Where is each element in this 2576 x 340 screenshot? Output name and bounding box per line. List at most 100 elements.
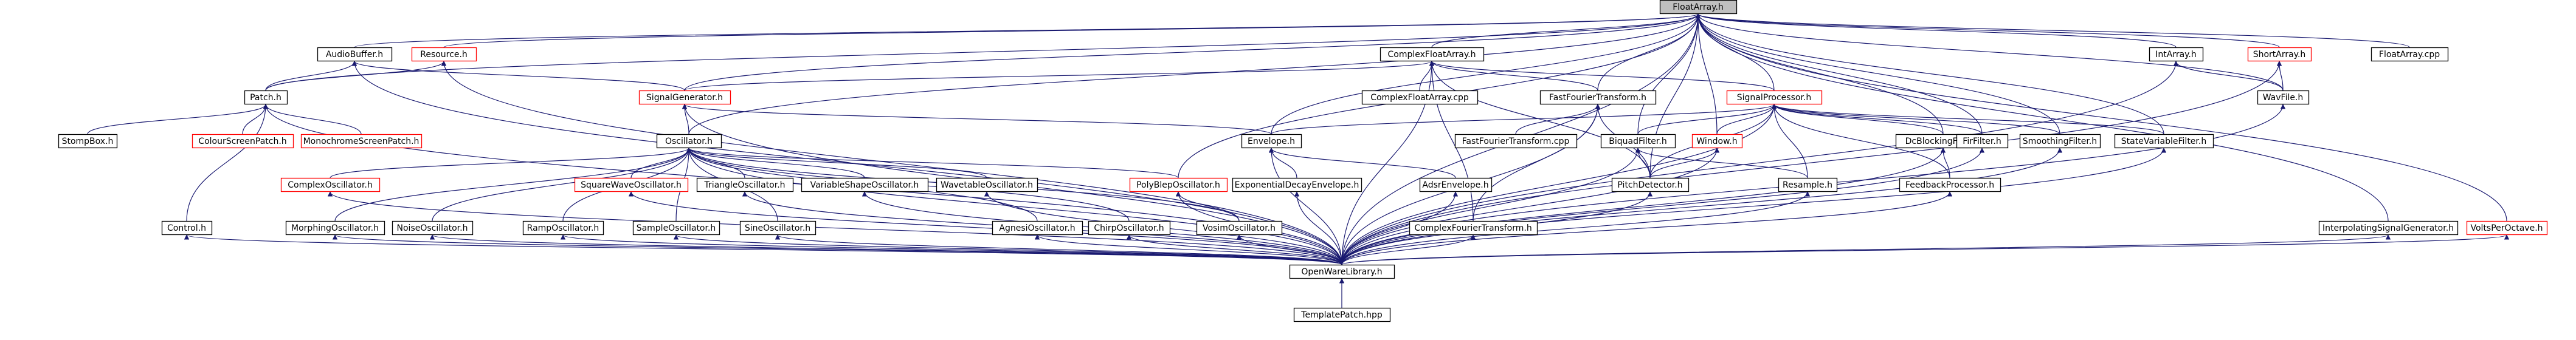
- node-fastfouriertransform-h[interactable]: FastFourierTransform.h: [1539, 90, 1657, 105]
- node-label: FloatArray.cpp: [2379, 50, 2440, 59]
- edge-variableshapeoscillator-h-to-oscillator-h: [686, 148, 865, 178]
- node-box: [1361, 90, 1479, 105]
- edge-openwarelibrary-h-to-window-h: [1341, 148, 1720, 265]
- node-box: [2257, 90, 2310, 105]
- node-label: FastFourierTransform.h: [1549, 93, 1646, 103]
- node-triangleoscillator-h[interactable]: TriangleOscillator.h: [696, 177, 794, 192]
- node-box: [244, 90, 288, 105]
- edge-exponentialdecayenvelope-h-to-envelope-h: [1268, 148, 1297, 178]
- node-box: [574, 177, 689, 192]
- node-window-h[interactable]: Window.h: [1691, 134, 1743, 149]
- node-box: [656, 134, 722, 149]
- edge-signalgenerator-h-to-floatarray-h: [684, 13, 1701, 91]
- edge-wavfile-h-to-floatarray-h: [1695, 13, 2284, 91]
- node-label: ComplexOscillator.h: [288, 180, 373, 190]
- edge-openwarelibrary-h-to-noiseoscillator-h: [430, 234, 1342, 265]
- node-templatepatch-hpp[interactable]: TemplatePatch.hpp: [1293, 307, 1391, 322]
- node-label: ComplexFourierTransform.h: [1414, 223, 1531, 233]
- node-pitchdetector-h[interactable]: PitchDetector.h: [1611, 177, 1690, 192]
- node-ramposcillator-h[interactable]: RampOscillator.h: [522, 220, 604, 236]
- node-vosimoscillator-h[interactable]: VosimOscillator.h: [1196, 220, 1283, 236]
- node-oscillator-h[interactable]: Oscillator.h: [656, 134, 722, 149]
- node-envelope-h[interactable]: Envelope.h: [1241, 134, 1302, 149]
- node-wavfile-h[interactable]: WavFile.h: [2257, 90, 2310, 105]
- node-label: NoiseOscillator.h: [397, 223, 468, 233]
- node-polybleposcillator-h[interactable]: PolyBlepOscillator.h: [1129, 177, 1228, 192]
- edge-resource-h-to-floatarray-h: [443, 13, 1701, 48]
- node-colourscreenpatch-h[interactable]: ColourScreenPatch.h: [192, 134, 294, 149]
- edge-monochromescreenpatch-h-to-patch-h: [263, 104, 362, 135]
- edge-dcblockingfilter-h-to-signalprocessor-h: [1771, 104, 1944, 135]
- node-floatarray-h[interactable]: FloatArray.h: [1659, 0, 1738, 15]
- node-box: [1129, 177, 1228, 192]
- node-box: [1956, 134, 2009, 149]
- node-label: MonochromeScreenPatch.h: [303, 137, 420, 146]
- edge-colourscreenpatch-h-to-patch-h: [242, 104, 269, 135]
- node-signalprocessor-h[interactable]: SignalProcessor.h: [1726, 90, 1823, 105]
- node-openwarelibrary-h[interactable]: OpenWareLibrary.h: [1289, 264, 1395, 279]
- node-complexfouriertransform-h[interactable]: ComplexFourierTransform.h: [1409, 220, 1538, 236]
- node-box: [2114, 134, 2214, 149]
- node-resample-h[interactable]: Resample.h: [1778, 177, 1838, 192]
- node-stompbox-h[interactable]: StompBox.h: [58, 134, 118, 149]
- node-box: [1232, 177, 1362, 192]
- node-firfilter-h[interactable]: FirFilter.h: [1956, 134, 2009, 149]
- edge-openwarelibrary-h-to-resource-h: [441, 61, 1342, 265]
- edge-firfilter-h-to-floatarray-h: [1695, 13, 1983, 135]
- node-fastfouriertransform-cpp[interactable]: FastFourierTransform.cpp: [1454, 134, 1578, 149]
- node-smoothingfilter-h[interactable]: SmoothingFilter.h: [2019, 134, 2101, 149]
- node-audiobuffer-h[interactable]: AudioBuffer.h: [317, 47, 393, 62]
- edge-firfilter-h-to-signalprocessor-h: [1771, 104, 1983, 135]
- node-complexfloatarray-h[interactable]: ComplexFloatArray.h: [1380, 47, 1485, 62]
- node-resource-h[interactable]: Resource.h: [411, 47, 477, 62]
- edge-statevariablefilter-h-to-signalprocessor-h: [1772, 104, 2164, 135]
- node-box: [1196, 220, 1283, 236]
- node-label: SignalProcessor.h: [1737, 93, 1811, 103]
- node-label: Resource.h: [420, 50, 468, 59]
- node-chirposcillator-h[interactable]: ChirpOscillator.h: [1088, 220, 1171, 236]
- node-complexfloatarray-cpp[interactable]: ComplexFloatArray.cpp: [1361, 90, 1479, 105]
- node-sampleoscillator-h[interactable]: SampleOscillator.h: [632, 220, 720, 236]
- node-complexoscillator-h[interactable]: ComplexOscillator.h: [280, 177, 381, 192]
- edge-wavetableoscillator-h-to-oscillator-h: [686, 148, 987, 178]
- edge-intarray-h-to-floatarray-h: [1696, 13, 2177, 48]
- edge-openwarelibrary-h-to-firfilter-h: [1341, 148, 1985, 265]
- edge-openwarelibrary-h-to-ramposcillator-h: [561, 234, 1342, 265]
- node-squarewaveoscillator-h[interactable]: SquareWaveOscillator.h: [574, 177, 689, 192]
- edge-patch-h-to-resource-h: [265, 61, 447, 91]
- node-box: [1899, 177, 2001, 192]
- node-label: FloatArray.h: [1673, 2, 1724, 12]
- node-interpolatingsignalgenerator-h[interactable]: InterpolatingSignalGenerator.h: [2318, 220, 2459, 236]
- node-label: PitchDetector.h: [1617, 180, 1682, 190]
- node-morphingoscillator-h[interactable]: MorphingOscillator.h: [285, 220, 385, 236]
- node-patch-h[interactable]: Patch.h: [244, 90, 288, 105]
- node-signalgenerator-h[interactable]: SignalGenerator.h: [638, 90, 731, 105]
- node-wavetableoscillator-h[interactable]: WavetableOscillator.h: [936, 177, 1038, 192]
- node-control-h[interactable]: Control.h: [161, 220, 213, 236]
- node-label: ComplexFloatArray.cpp: [1370, 93, 1469, 103]
- edge-fastfouriertransform-cpp-to-fastfouriertransform-h: [1515, 104, 1601, 135]
- node-label: Oscillator.h: [665, 137, 713, 146]
- node-agnesioscillator-h[interactable]: AgnesiOscillator.h: [992, 220, 1083, 236]
- node-biquadfilter-h[interactable]: BiquadFilter.h: [1600, 134, 1676, 149]
- node-intarray-h[interactable]: IntArray.h: [2149, 47, 2204, 62]
- node-monochromescreenpatch-h[interactable]: MonochromeScreenPatch.h: [300, 134, 423, 149]
- node-statevariablefilter-h[interactable]: StateVariableFilter.h: [2114, 134, 2214, 149]
- node-sineoscillator-h[interactable]: SineOscillator.h: [739, 220, 817, 236]
- node-label: FirFilter.h: [1963, 137, 2001, 146]
- edge-biquadfilter-h-to-signalprocessor-h: [1637, 104, 1777, 135]
- node-exponentialdecayenvelope-h[interactable]: ExponentialDecayEnvelope.h: [1232, 177, 1362, 192]
- edge-openwarelibrary-h-to-statevariablefilter-h: [1341, 148, 2167, 265]
- node-label: VosimOscillator.h: [1203, 223, 1276, 233]
- node-feedbackprocessor-h[interactable]: FeedbackProcessor.h: [1899, 177, 2001, 192]
- node-box: [1600, 134, 1676, 149]
- node-variableshapeoscillator-h[interactable]: VariableShapeOscillator.h: [801, 177, 929, 192]
- node-label: WavetableOscillator.h: [941, 180, 1033, 190]
- node-adsrenvelope-h[interactable]: AdsrEnvelope.h: [1419, 177, 1493, 192]
- node-noiseoscillator-h[interactable]: NoiseOscillator.h: [392, 220, 474, 236]
- node-shortarray-h[interactable]: ShortArray.h: [2247, 47, 2312, 62]
- node-voltsperoctave-h[interactable]: VoltsPerOctave.h: [2466, 220, 2548, 236]
- node-floatarray-cpp[interactable]: FloatArray.cpp: [2371, 47, 2449, 62]
- edge-openwarelibrary-h-to-sineoscillator-h: [775, 234, 1342, 265]
